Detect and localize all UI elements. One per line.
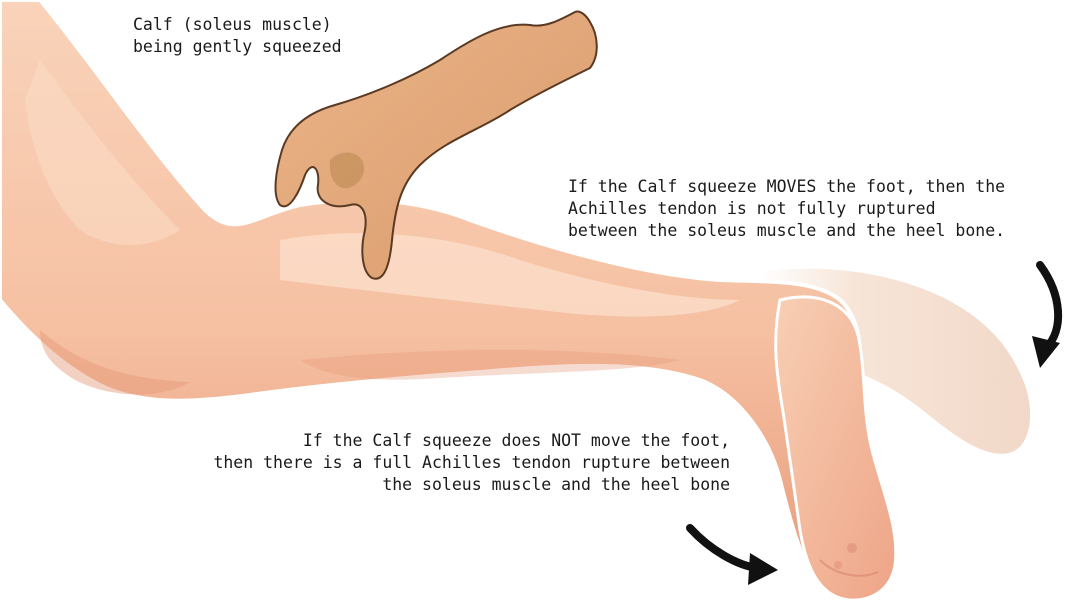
caption-line: Achilles tendon is not fully ruptured <box>568 198 1005 220</box>
caption-line: the soleus muscle and the heel bone <box>150 474 730 496</box>
caption-line: Calf (soleus muscle) <box>133 14 342 36</box>
caption-line: If the Calf squeeze does NOT move the fo… <box>150 430 730 452</box>
caption-line: being gently squeezed <box>133 36 342 58</box>
caption-line: between the soleus muscle and the heel b… <box>568 220 1005 242</box>
foot-moves-caption: If the Calf squeeze MOVES the foot, then… <box>568 176 1005 242</box>
foot-not-move-caption: If the Calf squeeze does NOT move the fo… <box>150 430 730 496</box>
calf-squeeze-caption: Calf (soleus muscle) being gently squeez… <box>133 14 342 58</box>
caption-line: If the Calf squeeze MOVES the foot, then… <box>568 176 1005 198</box>
curved-arrow-icon <box>1032 265 1060 368</box>
caption-line: then there is a full Achilles tendon rup… <box>150 452 730 474</box>
curved-arrow-icon <box>690 528 778 585</box>
